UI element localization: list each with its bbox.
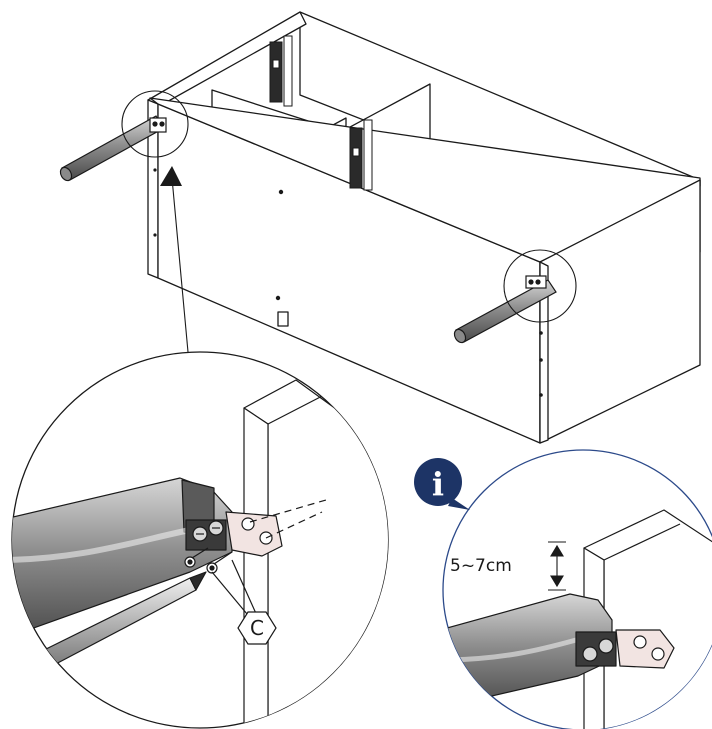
height-dimension-marker [548,541,566,591]
info-badge: i [414,458,470,510]
handle-rod-left [59,115,167,182]
detail-callout-left [121,90,189,158]
height-dimension-label: 5~7cm [450,556,512,576]
drawer-slide-left [269,35,293,107]
hardware-tag-label: C [250,616,264,640]
panel-corner-side [243,379,388,728]
l-bracket [225,511,283,557]
detail-view-left: C [11,351,389,729]
detail-callout-right [503,249,577,323]
front-panel-holes [153,168,543,397]
handle-rod-right [453,275,557,344]
screw-head [598,638,614,654]
hardware-tag-hexagon [237,611,277,645]
detail-view-info: 5~7cm [442,449,712,729]
cabinet-frame [147,11,701,444]
foot [277,311,289,327]
info-icon: i [432,465,444,503]
drawer-slide-right [349,119,373,191]
callout-arrow [160,166,189,353]
right-front-post [539,261,549,444]
panel-corner-edge [243,407,269,728]
loose-screw [206,551,233,574]
screw-head [582,646,598,662]
loose-screw [184,547,209,568]
